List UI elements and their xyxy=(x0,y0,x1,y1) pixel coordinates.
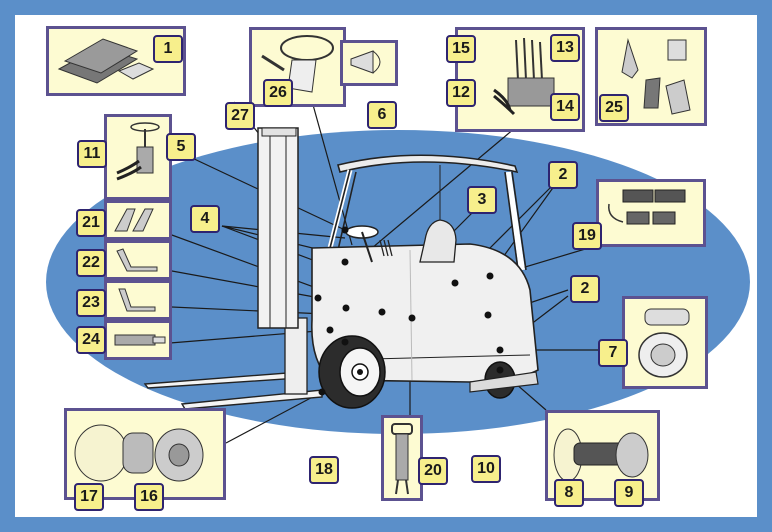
hydraulic-unit-panel xyxy=(104,114,172,200)
pointer-dots xyxy=(314,226,504,396)
cylinder-panel xyxy=(104,320,172,360)
pedal-panel-21 xyxy=(104,200,172,240)
badge-3[interactable]: 3 xyxy=(467,186,497,214)
badge-19[interactable]: 19 xyxy=(572,222,602,250)
forklift-illustration xyxy=(143,127,539,410)
badge-2[interactable]: 2 xyxy=(570,275,600,303)
badge-11[interactable]: 11 xyxy=(77,140,107,168)
overhead-guard xyxy=(327,154,527,271)
badge-27[interactable]: 27 xyxy=(225,102,255,130)
manuals-icon xyxy=(57,38,155,84)
pedal-icon xyxy=(114,208,154,232)
badge-22[interactable]: 22 xyxy=(76,249,106,277)
badge-6[interactable]: 6 xyxy=(367,101,397,129)
steering-column xyxy=(345,225,393,263)
badge-12[interactable]: 12 xyxy=(446,79,476,107)
badge-13[interactable]: 13 xyxy=(550,34,580,62)
badge-18[interactable]: 18 xyxy=(309,456,339,484)
motor-icon xyxy=(638,308,690,378)
badge-20[interactable]: 20 xyxy=(418,457,448,485)
pedal-panel-22 xyxy=(104,240,172,280)
badge-9[interactable]: 9 xyxy=(614,479,644,507)
hydraulic-valve-icon xyxy=(116,122,160,181)
drive-motor-panel xyxy=(622,296,708,389)
chain-icon xyxy=(391,423,413,495)
badge-21[interactable]: 21 xyxy=(76,209,106,237)
badge-26[interactable]: 26 xyxy=(263,79,293,107)
badge-24[interactable]: 24 xyxy=(76,326,106,354)
operator-seat xyxy=(419,219,457,263)
badge-7[interactable]: 7 xyxy=(598,339,628,367)
fork-lower xyxy=(180,389,323,410)
chain-panel xyxy=(381,415,423,501)
counterweight xyxy=(469,371,539,393)
badge-23[interactable]: 23 xyxy=(76,289,106,317)
badge-5[interactable]: 5 xyxy=(166,133,196,161)
horn-panel xyxy=(340,40,398,86)
badge-1[interactable]: 1 xyxy=(153,35,183,63)
cylinder-icon xyxy=(114,334,166,346)
control-levers-icon xyxy=(493,37,555,116)
badge-10[interactable]: 10 xyxy=(471,455,501,483)
badge-14[interactable]: 14 xyxy=(550,93,580,121)
badge-15[interactable]: 15 xyxy=(446,35,476,63)
joystick-icon xyxy=(621,38,691,115)
badge-2[interactable]: 2 xyxy=(548,161,578,189)
horn-icon xyxy=(350,50,381,74)
badge-16[interactable]: 16 xyxy=(134,483,164,511)
fork-carriage xyxy=(284,317,308,395)
pedal-icon xyxy=(116,248,158,272)
badge-25[interactable]: 25 xyxy=(599,94,629,122)
electronics-panel xyxy=(596,179,706,247)
mast xyxy=(257,127,299,329)
badge-4[interactable]: 4 xyxy=(190,205,220,233)
badge-17[interactable]: 17 xyxy=(74,483,104,511)
pedal-icon xyxy=(118,288,156,312)
steering-wheel-icon xyxy=(261,35,334,93)
pedal-panel-23 xyxy=(104,280,172,320)
front-wheel xyxy=(318,335,386,409)
electronic-module-icon xyxy=(608,189,686,225)
badge-8[interactable]: 8 xyxy=(554,479,584,507)
axle-icon xyxy=(74,424,204,482)
